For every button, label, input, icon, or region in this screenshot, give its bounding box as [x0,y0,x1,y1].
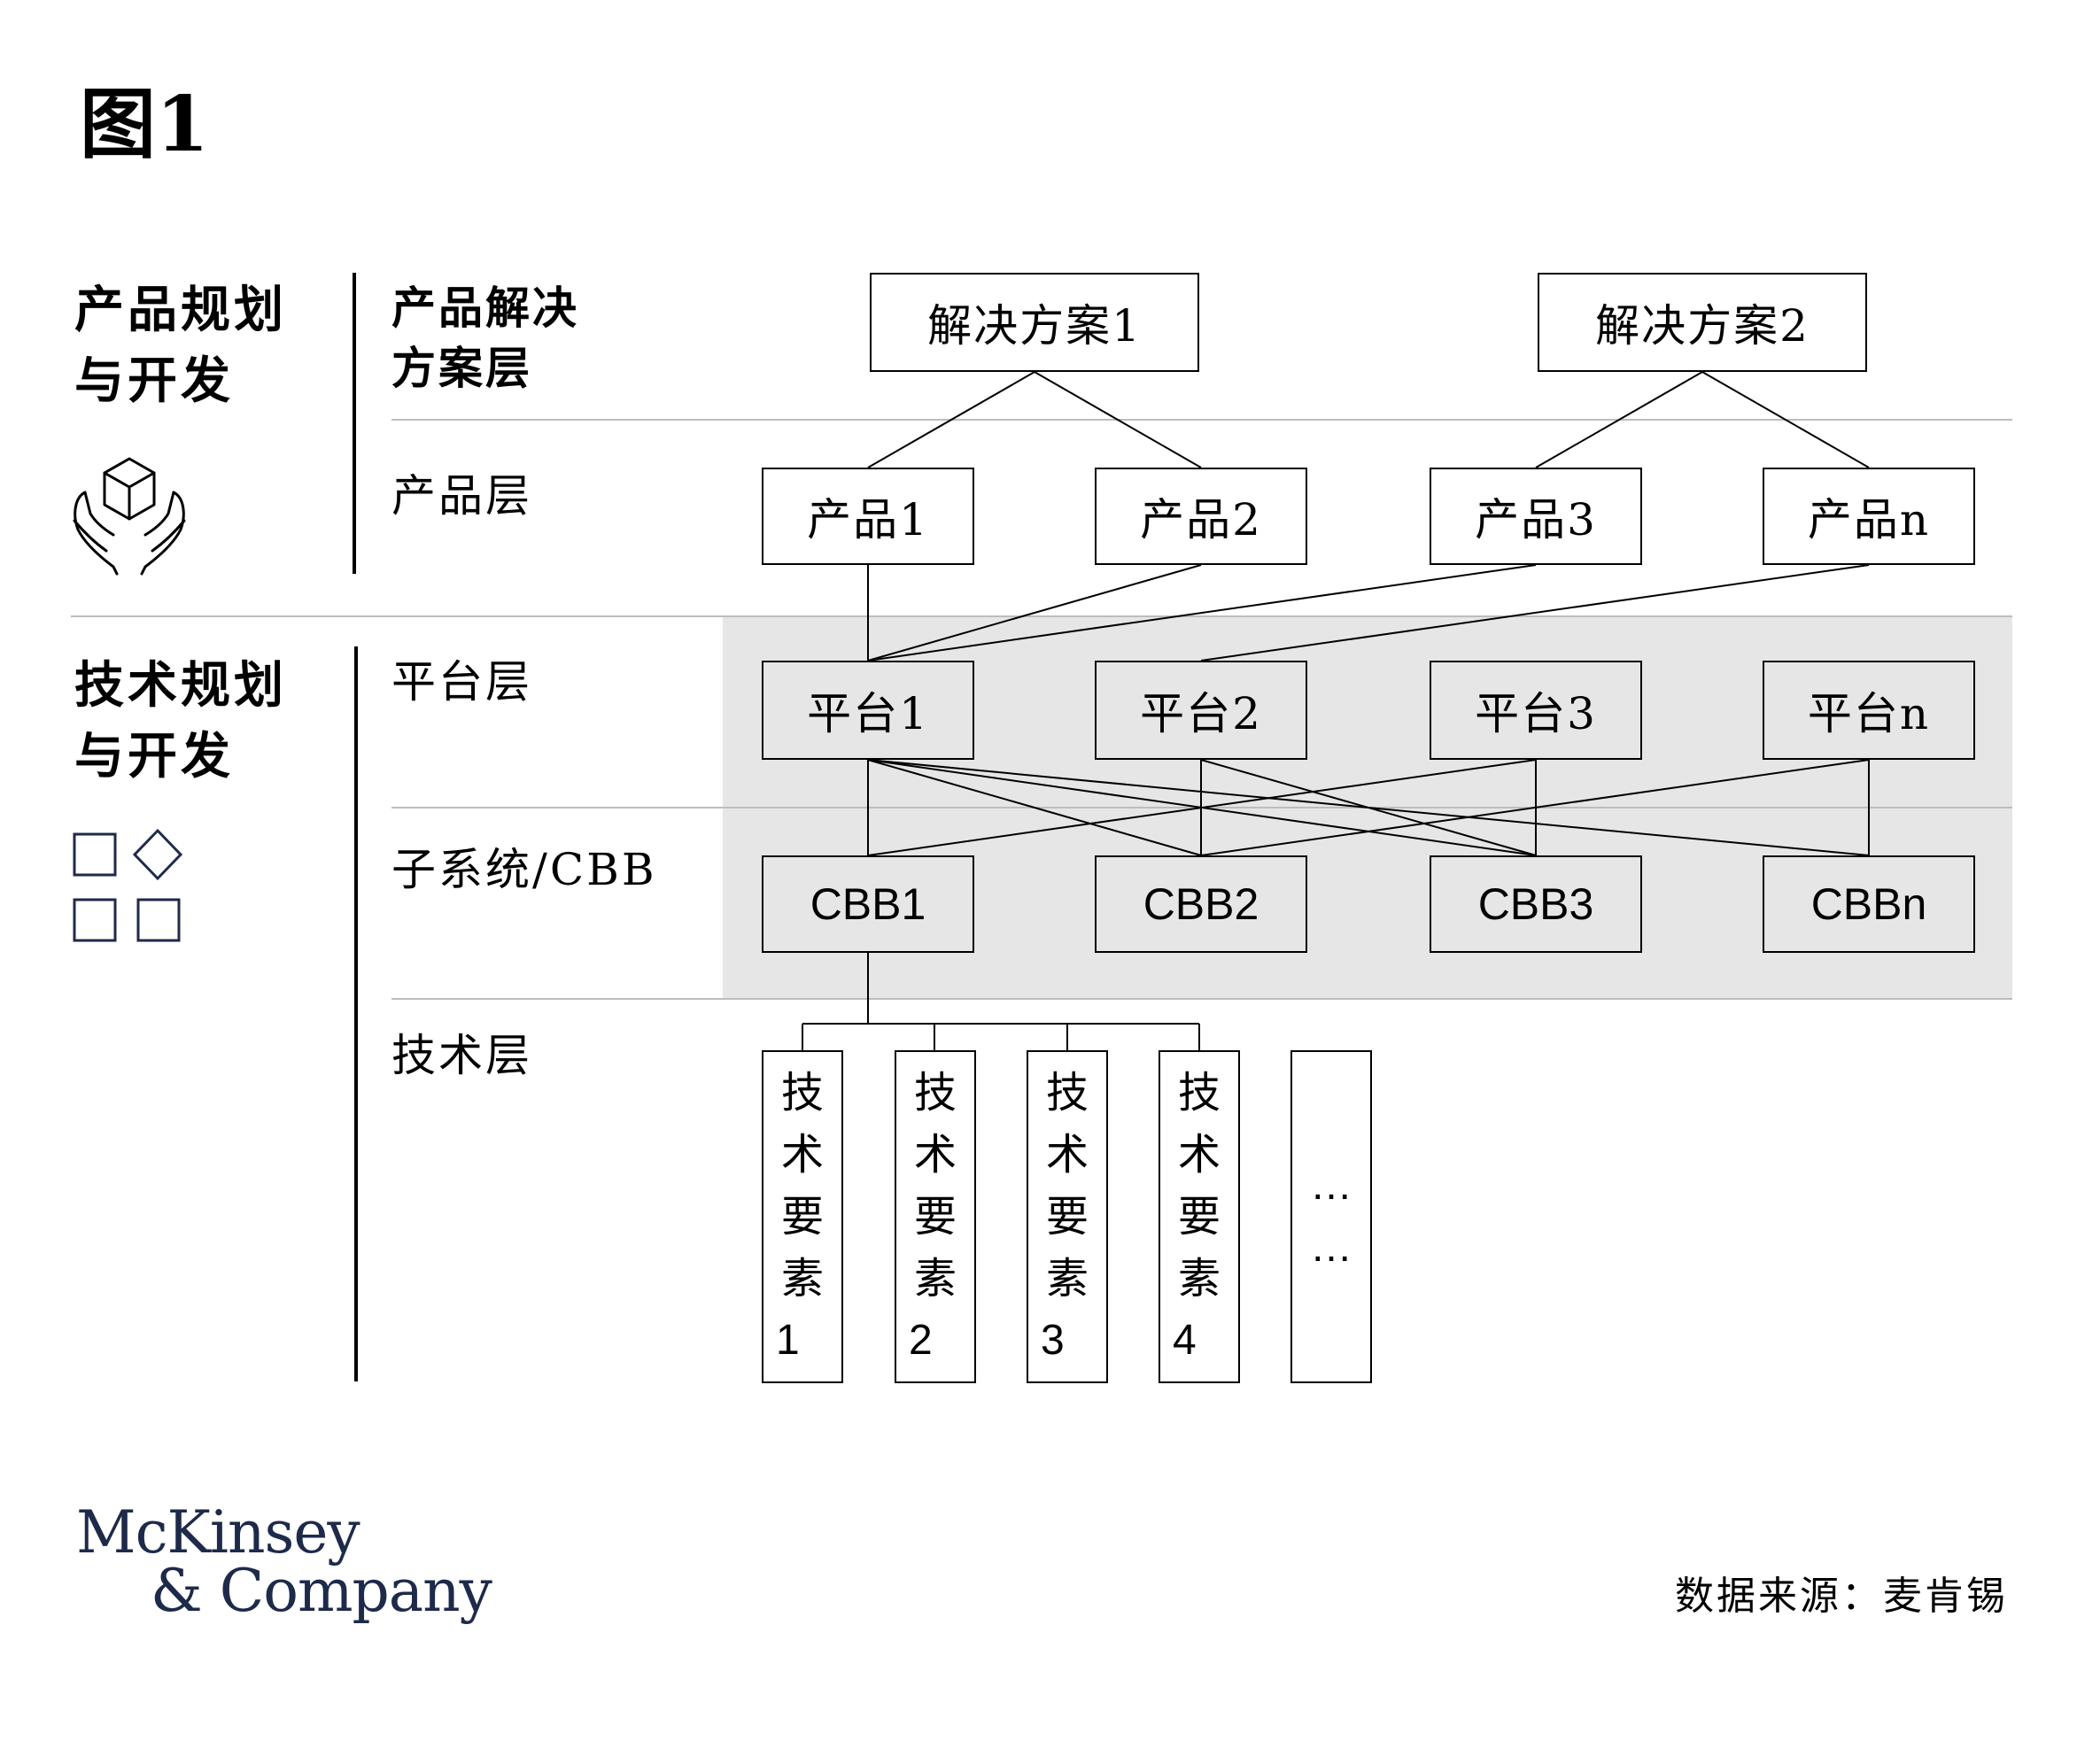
tech-char: 技 [913,1068,957,1118]
section-title-line: 与开发 [74,352,234,410]
tech-char: 术 [1177,1130,1221,1180]
connectors [802,371,1870,1050]
layer-label-subsystem: 子系统/CBB [391,844,657,895]
logo-line: McKinsey [76,1498,360,1567]
cbb-box: CBB1 [762,855,974,953]
tech-number: 4 [1173,1317,1197,1364]
product-box: 产品n [1763,468,1975,565]
cbb-box: CBB3 [1430,855,1642,953]
tech-char: 技 [1045,1068,1089,1118]
tech-element-box: 技 术 要 素 3 [1027,1050,1108,1383]
tech-char: 技 [780,1068,824,1118]
layer-label-line: 方案层 [391,342,532,394]
tech-number: 3 [1041,1317,1065,1364]
tech-char: 素 [780,1254,824,1304]
figure-title: 图1 [80,80,209,169]
cbb-box: CBB2 [1095,855,1307,953]
connector [867,564,1202,662]
connector [1200,564,1870,662]
tech-char: 术 [1045,1130,1089,1180]
layer-label-technology: 技术层 [391,1030,532,1081]
connector [1701,371,1870,468]
tech-element-box: 技 术 要 素 4 [1159,1050,1240,1383]
section-title-line: 与开发 [74,727,234,785]
connector [867,371,1035,468]
product-box: 产品3 [1430,468,1642,565]
section-title-line: 产品规划 [74,281,287,339]
connector [867,759,1202,856]
section-title-product: 产品规划 与开发 [74,275,287,416]
layer-label-line: 产品解决 [391,282,579,334]
product-box: 产品2 [1095,468,1307,565]
tech-char: 素 [1177,1254,1221,1304]
tech-char: 要 [913,1192,957,1242]
connector [1034,371,1202,468]
mckinsey-logo: McKinsey & Company [76,1504,492,1621]
logo-line: & Company [151,1557,492,1625]
tech-more-box: … … [1290,1050,1372,1383]
platform-box: 平台n [1763,661,1975,760]
shapes-grid-icon [73,828,183,942]
section-title-line: 技术规划 [74,656,287,715]
platform-box: 平台3 [1430,661,1642,760]
ellipsis: … [1310,1224,1352,1271]
tech-char: 技 [1177,1068,1221,1118]
tech-number: 1 [776,1317,800,1364]
layer-label-product: 产品层 [391,470,532,522]
tech-char: 素 [1045,1254,1089,1304]
connector [867,759,1537,856]
tech-element-box: 技 术 要 素 2 [895,1050,976,1383]
source-note: 数据来源：麦肯锡 [1675,1574,2008,1619]
solution-box: 解决方案2 [1538,273,1867,372]
connector [867,564,1537,662]
tech-element-box: 技 术 要 素 1 [762,1050,843,1383]
platform-box: 平台1 [762,661,974,760]
ellipsis: … [1310,1162,1352,1209]
tech-char: 要 [780,1192,824,1242]
tech-char: 要 [1045,1192,1089,1242]
connector [1200,759,1537,856]
layer-label-solution: 产品解决 方案层 [391,278,579,398]
section-title-tech: 技术规划 与开发 [74,650,287,792]
tech-char: 术 [913,1130,957,1180]
solution-box: 解决方案1 [870,273,1199,372]
platform-box: 平台2 [1095,661,1307,760]
connector [1200,759,1870,856]
cbb-box: CBBn [1763,855,1975,953]
tech-number: 2 [909,1317,933,1364]
hands-holding-box-icon [73,457,186,576]
layer-label-platform: 平台层 [391,656,532,708]
connector [1535,371,1703,468]
product-box: 产品1 [762,468,974,565]
tech-char: 素 [913,1254,957,1304]
tech-char: 要 [1177,1192,1221,1242]
tech-char: 术 [780,1130,824,1180]
